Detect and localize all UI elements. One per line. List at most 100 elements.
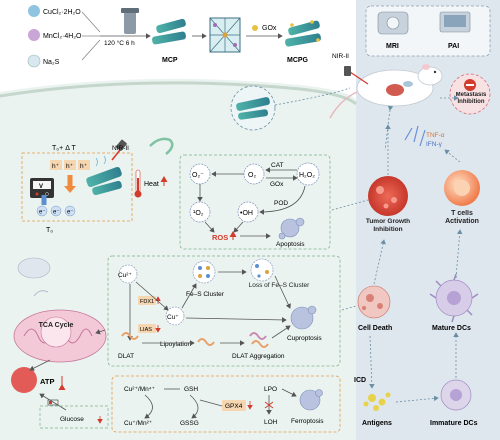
- gox-enzyme-icon: [252, 25, 258, 31]
- laser-probe-icon: [344, 66, 351, 76]
- nucleus-icon: [17, 257, 51, 279]
- apoptosis-label: Apoptosis: [276, 241, 305, 248]
- cu-mn-low-label: Cu⁺/Mn²⁺: [124, 420, 153, 427]
- svg-text:e⁻: e⁻: [39, 210, 46, 216]
- cu2-label: Cu²⁺: [118, 272, 132, 279]
- atp-label: ATP: [40, 377, 54, 386]
- t-high-label: T₀+ Δ T: [52, 145, 76, 152]
- mature-dcs-label: Mature DCs: [432, 325, 471, 332]
- glucose-label: Glucose: [60, 416, 84, 423]
- superoxide-label: O₂⁻: [192, 172, 204, 179]
- mcpg-label: MCPG: [287, 57, 309, 64]
- t-low-label: T₀: [46, 227, 53, 234]
- dlat-aggregation-label: DLAT Aggregation: [232, 353, 285, 360]
- gox-label: GOx: [270, 181, 284, 188]
- icd-label: ICD: [354, 377, 366, 384]
- dlat-aggregate-icon: [249, 332, 269, 348]
- svg-text:e⁻: e⁻: [67, 210, 74, 216]
- tnf-alpha-label: TNF-α: [426, 132, 445, 139]
- pai-label: PAI: [448, 43, 459, 50]
- mitochondrion: TCA Cycle: [13, 309, 107, 363]
- metastasis-inhibition: Metastasis Inhibition: [449, 73, 491, 115]
- antigens-icon: [363, 392, 391, 411]
- battery-icon: [47, 399, 59, 406]
- nanosheet-in-tissue-icon: [230, 85, 276, 131]
- t-cells-label: T cells Activation: [445, 210, 479, 225]
- cat-label: CAT: [271, 162, 284, 169]
- crystal-structure-icon: [209, 17, 241, 53]
- ferroptosis-label: Ferroptosis: [291, 418, 324, 425]
- imaging-box: MRI PAI: [365, 5, 491, 57]
- blocked-x-icon: [264, 401, 274, 409]
- dlat-label: DLAT: [118, 353, 134, 360]
- lipoylation-label: Lipoylation: [160, 341, 191, 348]
- gpx4-badge: [222, 400, 246, 411]
- oxygen-label: O₂: [248, 172, 256, 179]
- svg-text:e⁻: e⁻: [53, 210, 60, 216]
- lias-badge: [138, 324, 156, 333]
- pod-label: POD: [274, 200, 288, 207]
- laser-icon: [115, 139, 127, 151]
- gssg-label: GSSG: [180, 420, 199, 427]
- svg-text:h⁺: h⁺: [80, 163, 88, 170]
- reagent-mncl2: MnCl₂·4H₂O: [43, 33, 82, 40]
- synthesis-row: CuCl₂·2H₂O MnCl₂·4H₂O Na₂S 120 °C 6 h MC…: [27, 5, 349, 68]
- cucl2-flask-icon: [28, 5, 40, 17]
- na2s-flask-icon: [27, 54, 41, 68]
- mcp-label: MCP: [162, 57, 178, 64]
- immune-cascade: Tumor Growth Inhibition T cells Activati…: [354, 124, 480, 427]
- metastasis-label: Metastasis Inhibition: [455, 92, 487, 105]
- lpo-label: LPO: [264, 386, 277, 393]
- cytokine-dots-icon: [404, 125, 426, 147]
- svg-text:h⁺: h⁺: [52, 163, 60, 170]
- singlet-oxygen-label: ¹O₂: [193, 210, 204, 217]
- fdx1-badge: [138, 296, 156, 305]
- reagent-cucl2: CuCl₂·2H₂O: [43, 9, 81, 16]
- dead-cell-icon: [357, 285, 391, 319]
- apoptotic-cell-icon: [278, 217, 305, 240]
- dlat-protein-icon: [121, 332, 139, 340]
- loss-fes-label: Loss of Fe–S Cluster: [248, 282, 310, 289]
- loss-fes-icon: [250, 258, 274, 282]
- tumor-icon: [368, 176, 408, 216]
- photothermal-panel: T₀+ Δ T h⁺ h⁺ h⁺ V e⁻ e⁻ e⁻ T₀ NIR-II: [21, 139, 168, 234]
- antigens-label: Antigens: [362, 420, 392, 427]
- cuproptotic-cell-icon: [290, 305, 317, 330]
- tca-label: TCA Cycle: [38, 322, 74, 329]
- cytokines: TNF-α IFN-γ: [404, 125, 445, 148]
- cuproptosis-label: Cuproptosis: [287, 335, 322, 342]
- reaction-condition: 120 °C 6 h: [104, 39, 135, 47]
- svg-text:h⁺: h⁺: [66, 163, 74, 170]
- ros-cascade-panel: O₂⁻ O₂ H₂O₂ CAT GOx ¹O₂ •OH POD ROS Apop…: [179, 154, 331, 250]
- ifn-gamma-label: IFN-γ: [426, 141, 443, 148]
- immature-dcs-label: Immature DCs: [430, 420, 478, 427]
- h2o2-label: H₂O₂: [299, 172, 315, 179]
- cuproptosis-panel: Cu²⁺ Cu⁺ FDX1 LIAS Fe–S Cluster Loss of …: [107, 255, 341, 367]
- mcpg-nanosheets-icon: [285, 20, 321, 47]
- reagent-na2s: Na₂S: [43, 59, 60, 66]
- fes-cluster-icon: [192, 260, 216, 284]
- heat-label: Heat: [144, 181, 159, 188]
- cu-mn-high-label: Cu²⁺/Mn⁴⁺: [124, 386, 156, 393]
- cu1-label: Cu⁺: [167, 314, 179, 321]
- holes-row: h⁺ h⁺ h⁺: [50, 160, 90, 170]
- photothermal-nir-label: NIR-II: [112, 145, 129, 152]
- mri-label: MRI: [386, 43, 399, 50]
- cell-death-label: Cell Death: [358, 325, 392, 332]
- ferroptosis-panel: Cu²⁺/Mn⁴⁺ GSH Cu⁺/Mn²⁺ GSSG GPX4 LPO LOH…: [111, 375, 341, 433]
- electrons-row: e⁻ e⁻ e⁻: [36, 205, 76, 217]
- gsh-label: GSH: [184, 386, 198, 393]
- gox-step-label: GOx: [262, 25, 277, 32]
- heated-nanosheet-icon: [86, 155, 122, 196]
- mncl2-flask-icon: [28, 29, 40, 41]
- loh-label: LOH: [264, 419, 278, 426]
- mouse-model-icon: [329, 64, 443, 119]
- lipoylated-dlat-icon: [197, 338, 215, 346]
- laser-beam: [349, 71, 369, 85]
- fdx1-label: FDX1: [140, 299, 154, 305]
- atp-icon: [11, 367, 37, 393]
- autoclave-icon: [124, 12, 136, 34]
- lias-label: LIAS: [140, 327, 152, 333]
- mix-lines: [81, 11, 101, 61]
